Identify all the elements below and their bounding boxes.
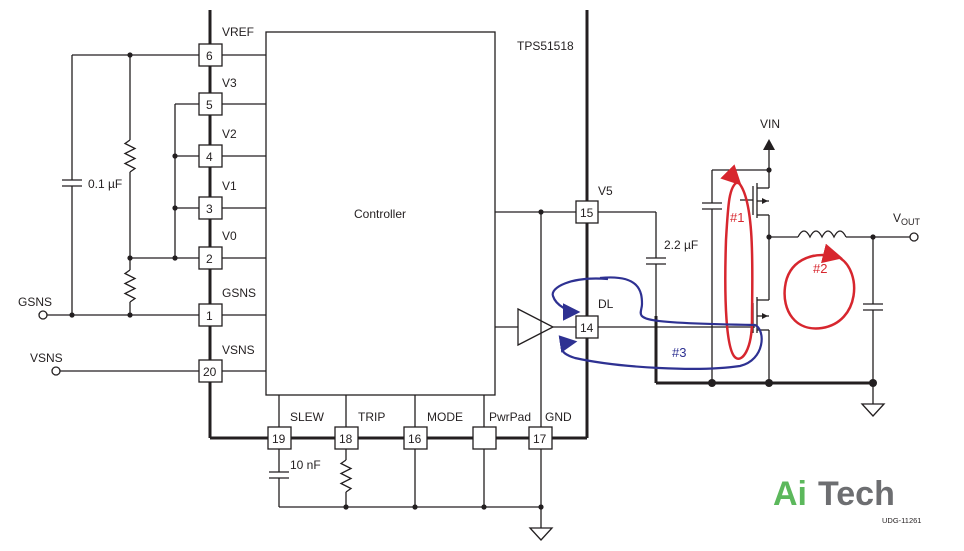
pin-dl: 14 DL (495, 297, 755, 347)
pin-v3: 5 V3 (198, 76, 237, 116)
svg-text:V1: V1 (222, 179, 237, 193)
svg-text:16: 16 (408, 432, 422, 446)
svg-text:Tech: Tech (818, 475, 895, 513)
pin-v5: 15 V5 2.2 µF (495, 184, 698, 427)
vref-network: 0.1 µF (62, 52, 199, 318)
svg-text:DL: DL (598, 297, 614, 311)
pin-trip: 18 TRIP (334, 410, 385, 450)
pin-v0: 2 V0 (198, 229, 237, 270)
svg-text:1: 1 (206, 309, 213, 323)
bottom-network: 10 nF (269, 449, 554, 541)
bottom-pin-wires (278, 395, 485, 427)
svg-text:V0: V0 (222, 229, 237, 243)
gsns-terminal: GSNS (18, 295, 199, 320)
controller-label: Controller (354, 207, 406, 221)
figure-id: UDG-11261 (882, 516, 921, 525)
svg-text:20: 20 (203, 365, 217, 379)
svg-text:V5: V5 (598, 184, 613, 198)
svg-text:PwrPad: PwrPad (489, 410, 531, 424)
aitech-logo: Ai Tech (773, 475, 895, 513)
v-pins-tie (172, 103, 199, 261)
svg-text:VSNS: VSNS (222, 343, 255, 357)
svg-text:17: 17 (533, 432, 547, 446)
vout-label: VOUT (893, 211, 921, 227)
svg-text:19: 19 (272, 432, 286, 446)
loop-3: #3 (551, 276, 763, 370)
controller-block (265, 31, 496, 396)
svg-text:4: 4 (206, 150, 213, 164)
svg-text:VSNS: VSNS (30, 351, 63, 365)
svg-text:TRIP: TRIP (358, 410, 385, 424)
vin-label: VIN (760, 117, 780, 131)
pin-v2: 4 V2 (198, 127, 237, 168)
svg-text:6: 6 (206, 49, 213, 63)
left-pin-wires (222, 54, 266, 372)
loop-1-label: #1 (730, 210, 744, 225)
pin-slew: 19 SLEW (267, 410, 325, 450)
svg-text:MODE: MODE (427, 410, 463, 424)
pin-gnd: 17 GND (528, 410, 572, 450)
svg-text:5: 5 (206, 98, 213, 112)
chip-part-number: TPS51518 (517, 39, 574, 53)
loop-2-label: #2 (813, 261, 827, 276)
cap-v5-value: 2.2 µF (664, 238, 698, 252)
svg-text:Ai: Ai (773, 475, 807, 513)
power-stage: VIN VOUT (654, 117, 921, 417)
loop-1: #1 (725, 182, 752, 360)
loop-2: #2 (783, 243, 856, 330)
pin-gsns: 1 GSNS (198, 286, 256, 327)
svg-text:GSNS: GSNS (18, 295, 52, 309)
svg-text:3: 3 (206, 202, 213, 216)
svg-text:V3: V3 (222, 76, 237, 90)
svg-text:V2: V2 (222, 127, 237, 141)
svg-text:14: 14 (580, 321, 594, 335)
pin-v1: 3 V1 (198, 179, 237, 220)
svg-text:15: 15 (580, 206, 594, 220)
cap-slew-value: 10 nF (290, 458, 321, 472)
pin-vsns: 20 VSNS (198, 343, 255, 383)
svg-text:GND: GND (545, 410, 572, 424)
svg-text:VREF: VREF (222, 25, 254, 39)
pin-mode: 16 MODE (403, 410, 463, 450)
svg-text:18: 18 (339, 432, 353, 446)
svg-text:SLEW: SLEW (290, 410, 325, 424)
cap-vref-value: 0.1 µF (88, 177, 122, 191)
svg-text:GSNS: GSNS (222, 286, 256, 300)
svg-text:2: 2 (206, 252, 213, 266)
loop-3-label: #3 (672, 345, 686, 360)
pin-pwrpad: PwrPad (472, 410, 531, 450)
vsns-terminal: VSNS (30, 351, 199, 376)
pin-vref: 6 VREF (198, 25, 254, 67)
